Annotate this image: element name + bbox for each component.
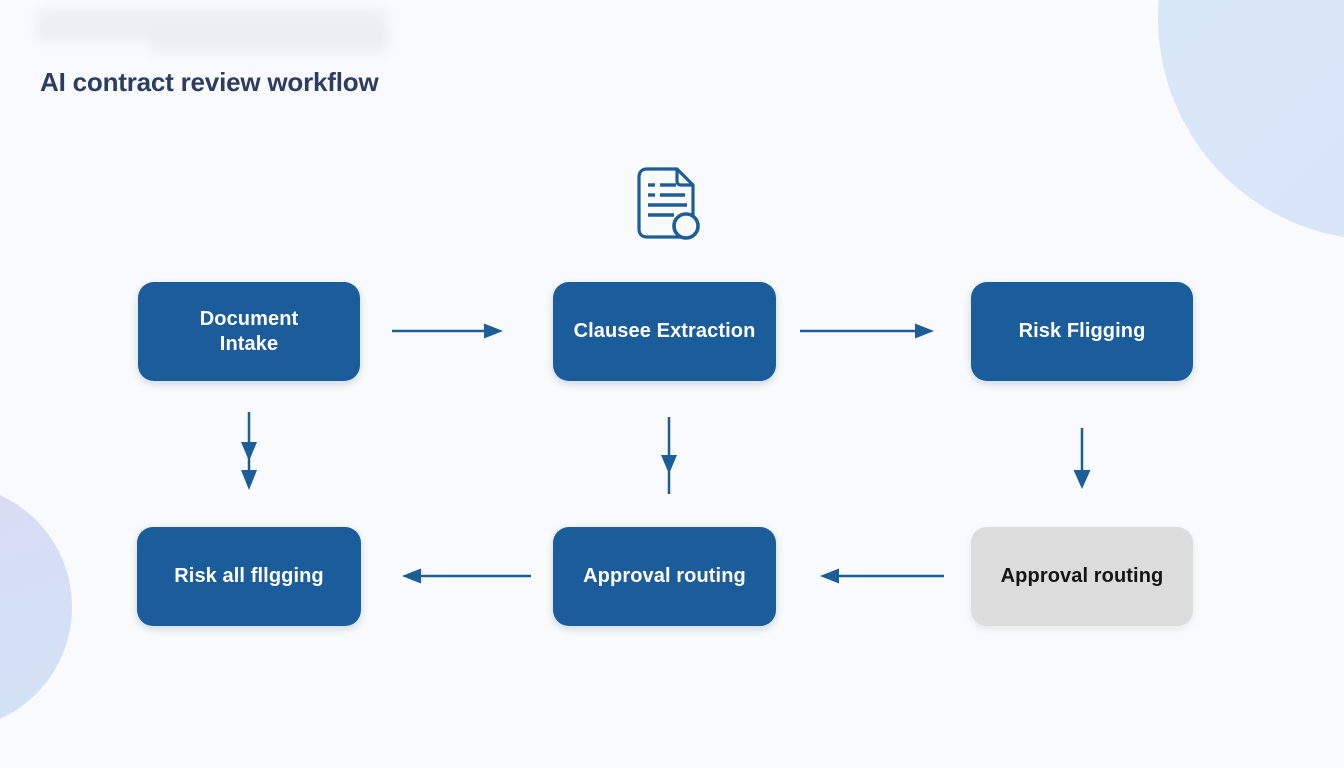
faint-artifact <box>36 10 388 42</box>
node-label: Approval routing <box>1000 565 1164 587</box>
document-review-icon <box>637 167 700 240</box>
arrow-right-extraction-to-fligging <box>800 323 934 339</box>
node-approval-routing: Approval routing <box>553 527 776 626</box>
arrow-down-extraction-mid-head <box>661 417 677 494</box>
arrow-down-intake-double-head <box>241 412 257 490</box>
node-label: Risk all fllgging <box>174 565 324 587</box>
decorative-circle-bottom-left <box>0 484 72 730</box>
decorative-circle-top-right <box>1158 0 1344 240</box>
arrow-down-fligging <box>1073 428 1091 489</box>
node-clausee-extraction: Clausee Extraction <box>553 282 776 381</box>
arrow-left-approval-to-risk <box>402 568 531 584</box>
faint-artifact <box>150 34 388 54</box>
arrow-right-intake-to-extraction <box>392 323 503 339</box>
node-label: Risk Fligging <box>1018 320 1146 342</box>
arrow-left-gray-to-approval <box>820 568 944 584</box>
node-label: Clausee Extraction <box>573 320 756 342</box>
node-risk-fligging: Risk Fligging <box>971 282 1193 381</box>
page-title: AI contract review workflow <box>40 67 379 97</box>
node-risk-all-fllgging: Risk all fllgging <box>137 527 361 626</box>
node-label: Approval routing <box>583 565 746 587</box>
node-label: Document Intake <box>199 307 299 355</box>
node-document-intake: Document Intake <box>138 282 360 381</box>
node-approval-routing-gray: Approval routing <box>971 527 1193 626</box>
